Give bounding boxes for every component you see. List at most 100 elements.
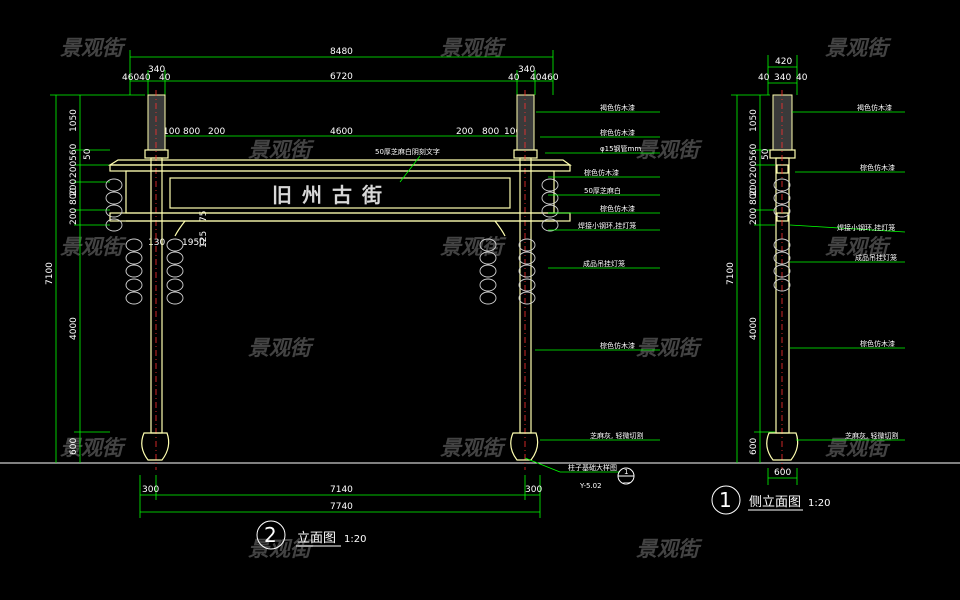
dim-left-50: 50 <box>83 148 93 160</box>
side-view-title: 侧立面图 <box>749 495 801 510</box>
side-bottom-dimensions: 600 <box>767 468 798 485</box>
dim-4600: 4600 <box>330 127 353 137</box>
note-10: 芝麻灰, 轻微切割 <box>590 431 643 440</box>
dim-200-right: 200 <box>456 127 473 137</box>
dim-1950: 1950 <box>182 238 205 248</box>
side-note-6: 芝麻灰, 轻微切割 <box>845 431 898 440</box>
side-note-4: 成品吊挂灯笼 <box>855 253 897 262</box>
dim-300-left: 300 <box>142 485 159 495</box>
watermark: 景观街 <box>636 138 703 162</box>
lantern-string <box>125 238 143 305</box>
dim-7740: 7740 <box>330 502 353 512</box>
side-elevation: 420 40 340 40 7100 1050 200560 50 200 80… <box>711 55 906 515</box>
note-2: 棕色仿木漆 <box>600 128 635 137</box>
side-dim-340: 340 <box>774 73 791 83</box>
side-dim-200: 200 <box>749 179 759 196</box>
note-3: φ15钢管mm <box>600 144 641 153</box>
dim-6720: 6720 <box>330 72 353 82</box>
side-view-scale: 1:20 <box>808 498 830 509</box>
front-elevation: 8480 340 46040 40 6720 40 40460 340 100 … <box>45 47 660 550</box>
side-annotations: 褐色仿木漆 棕色仿木漆 焊接小钢环,挂灯笼 成品吊挂灯笼 棕色仿木漆 芝麻灰, … <box>789 103 906 441</box>
dim-300-right: 300 <box>525 485 542 495</box>
side-dim-40-left: 40 <box>758 73 770 83</box>
dim-left-200560: 200560 <box>69 143 79 178</box>
front-beam-dimensions: 100 800 200 4600 200 800 100 <box>163 127 521 137</box>
front-top-dimensions: 8480 340 46040 40 6720 40 40460 340 <box>122 47 559 95</box>
detail-reference: 柱子基础大样图 Y-5.02 1 — <box>524 457 635 490</box>
watermark: 景观街 <box>825 36 892 60</box>
detail-note: 柱子基础大样图 <box>568 463 617 472</box>
lantern-string <box>479 238 497 305</box>
watermark: 景观街 <box>636 537 703 561</box>
detail-sheet: Y-5.02 <box>579 482 602 490</box>
lantern-string <box>518 238 536 305</box>
dim-left-1050: 1050 <box>69 109 79 132</box>
watermark: 景观街 <box>248 336 315 360</box>
view-scale: 1:20 <box>344 534 366 545</box>
side-dim-50: 50 <box>761 148 771 160</box>
watermark-layer: 景观街 景观街 景观街 景观街 景观街 景观街 景观街 景观街 景观街 景观街 … <box>60 36 892 561</box>
side-dim-200560: 200560 <box>749 143 759 178</box>
note-9: 棕色仿木漆 <box>600 341 635 350</box>
side-dim-420: 420 <box>775 57 792 67</box>
sign-plaque-text: 旧州古街 <box>272 183 392 207</box>
dim-340-right: 340 <box>518 65 535 75</box>
lantern-string <box>105 178 123 232</box>
side-note-2: 棕色仿木漆 <box>860 163 895 172</box>
side-dim-4000: 4000 <box>749 317 759 340</box>
note-4: 棕色仿木漆 <box>584 168 619 177</box>
front-left-dimensions: 7100 1050 200560 50 200 800 200 4000 600 <box>45 94 145 463</box>
dim-800-left: 800 <box>183 127 200 137</box>
side-view-number: 1 <box>719 488 732 512</box>
dim-40460: 40460 <box>530 73 559 83</box>
side-dim-40-right: 40 <box>796 73 808 83</box>
side-left-dimensions: 7100 1050 200560 50 200 800 200 4000 600 <box>726 94 775 463</box>
note-5: 50厚芝麻白 <box>584 186 621 195</box>
note-8: 成品吊挂灯笼 <box>583 259 625 268</box>
view-number: 2 <box>264 523 277 547</box>
dim-46040: 46040 <box>122 73 151 83</box>
detail-number: 1 <box>624 468 628 476</box>
watermark: 景观街 <box>248 138 315 162</box>
detail-sheet-mark: — <box>623 478 630 486</box>
dim-100-right: 100 <box>504 127 521 137</box>
lantern-string <box>541 178 559 232</box>
side-top-dimensions: 420 40 340 40 <box>758 55 808 95</box>
dim-left-600: 600 <box>69 438 79 455</box>
note-6: 棕色仿木漆 <box>600 204 635 213</box>
side-dim-7100: 7100 <box>726 262 736 285</box>
front-left-column <box>141 90 170 470</box>
side-note-5: 棕色仿木漆 <box>860 339 895 348</box>
front-beam-assembly: 旧州古街 50厚芝麻白阴刻文字 <box>107 147 572 237</box>
dim-left-7100: 7100 <box>45 262 55 285</box>
lantern-string <box>166 238 184 305</box>
watermark: 景观街 <box>60 36 127 60</box>
front-right-column <box>510 90 539 470</box>
side-dim-600-bottom: 600 <box>774 468 791 478</box>
watermark: 景观街 <box>60 436 127 460</box>
watermark: 景观街 <box>248 537 315 561</box>
side-dim-600: 600 <box>749 438 759 455</box>
front-small-dimensions: 130 1950 75 125 <box>148 211 209 248</box>
dim-75: 75 <box>199 211 209 222</box>
dim-40-left: 40 <box>159 73 171 83</box>
side-note-1: 褐色仿木漆 <box>857 103 892 112</box>
note-1: 褐色仿木漆 <box>600 103 635 112</box>
side-title-block: 1 侧立面图 1:20 <box>711 485 830 515</box>
side-dim-200b: 200 <box>749 208 759 225</box>
dim-100-left: 100 <box>163 127 180 137</box>
front-annotations: 褐色仿木漆 棕色仿木漆 φ15钢管mm 棕色仿木漆 50厚芝麻白 棕色仿木漆 焊… <box>535 103 660 441</box>
dim-left-800: 800 <box>69 188 79 205</box>
watermark: 景观街 <box>440 36 507 60</box>
note-engraved-text: 50厚芝麻白阴刻文字 <box>375 147 440 156</box>
watermark: 景观街 <box>60 235 127 259</box>
side-dim-1050: 1050 <box>749 109 759 132</box>
lantern-string <box>773 178 791 292</box>
note-7: 焊接小钢环,挂灯笼 <box>578 221 636 230</box>
dim-200-left: 200 <box>208 127 225 137</box>
side-dim-800: 800 <box>749 188 759 205</box>
dim-overall-width: 8480 <box>330 47 353 57</box>
dim-left-200b: 200 <box>69 208 79 225</box>
dim-340-left: 340 <box>148 65 165 75</box>
